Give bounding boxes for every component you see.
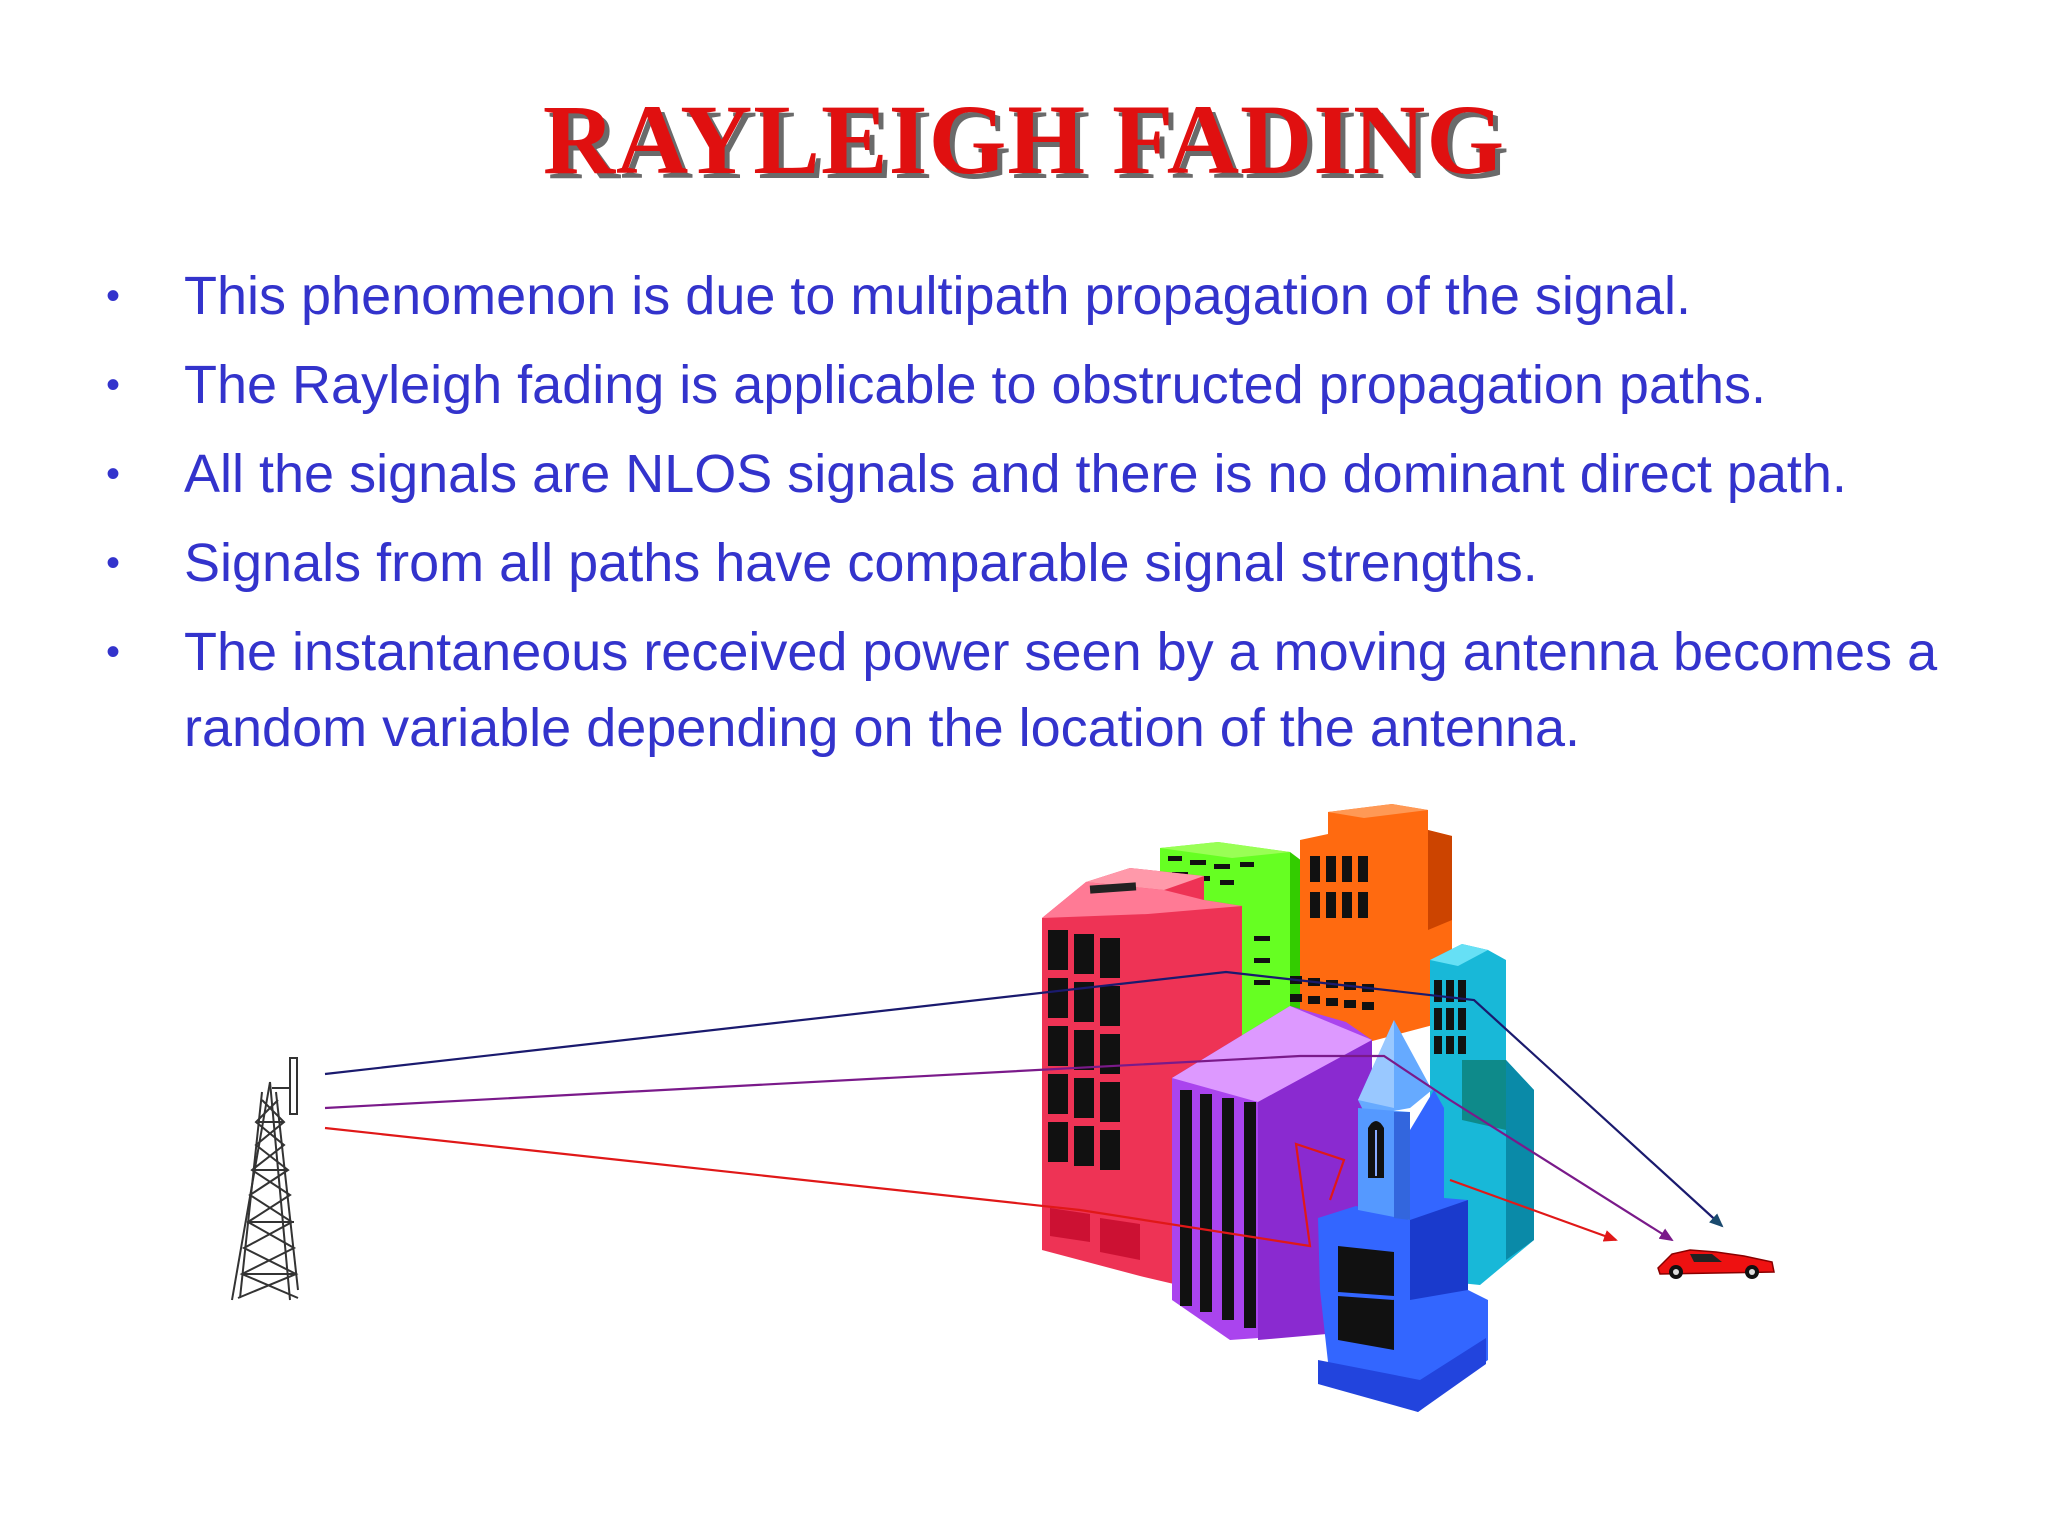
church-building [1318, 1020, 1488, 1412]
bullet-item: • This phenomenon is due to multipath pr… [100, 258, 2020, 334]
bullet-text: This phenomenon is due to multipath prop… [184, 266, 1691, 326]
signal-path-3 [324, 1126, 1346, 1248]
signal-paths [324, 970, 1724, 1248]
bullet-item: • All the signals are NLOS signals and t… [100, 436, 2020, 512]
bullet-item: • The instantaneous received power seen … [100, 614, 2020, 766]
bullet-text: Signals from all paths have comparable s… [184, 533, 1538, 593]
signal-path-4 [1449, 1178, 1618, 1242]
bullet-text: The Rayleigh fading is applicable to obs… [184, 355, 1767, 415]
bullet-icon: • [106, 452, 121, 496]
orange-building [1290, 804, 1452, 1060]
bullet-text: All the signals are NLOS signals and the… [184, 444, 1847, 504]
bullet-list: • This phenomenon is due to multipath pr… [100, 258, 2020, 779]
antenna-tower-icon [231, 1057, 299, 1301]
signal-path-2 [324, 1054, 1674, 1242]
bullet-icon: • [106, 541, 121, 585]
bullet-text: The instantaneous received power seen by… [184, 622, 1938, 758]
bullet-icon: • [106, 274, 121, 318]
slide-title: RAYLEIGH FADING [542, 84, 1506, 195]
signal-path-1 [324, 970, 1724, 1228]
bullet-item: • The Rayleigh fading is applicable to o… [100, 347, 2020, 423]
car-icon [1657, 1249, 1775, 1279]
bullet-item: • Signals from all paths have comparable… [100, 525, 2020, 601]
bullet-icon: • [106, 363, 121, 407]
bullet-icon: • [106, 630, 121, 674]
